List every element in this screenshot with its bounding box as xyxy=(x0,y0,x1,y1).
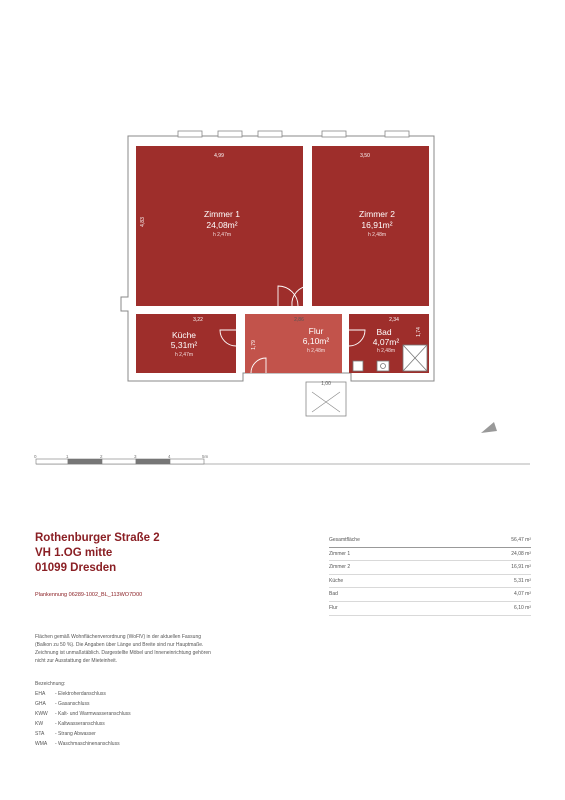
room-flur-height: h 2,48m xyxy=(307,348,325,354)
dim-bad-width: 2,34 xyxy=(389,317,399,323)
dim-flur-depth: 1,79 xyxy=(251,340,257,350)
area-row-label: Bad xyxy=(329,591,338,598)
legend-item: KW - Kaltwasseranschluss xyxy=(35,719,131,729)
room-zimmer-2 xyxy=(312,146,429,306)
dim-zimmer-1-width: 4,99 xyxy=(214,153,224,159)
legend-abbr: WMA xyxy=(35,741,48,747)
legend-text: - Kalt- und Warmwasseranschluss xyxy=(55,711,131,717)
dim-bad-depth: 1,74 xyxy=(416,327,422,337)
room-kueche xyxy=(136,314,236,373)
scale-label-4: 4 xyxy=(168,454,171,459)
bathroom-fixtures xyxy=(352,344,428,372)
room-flur-area: 6,10m² xyxy=(303,336,330,346)
legend-title: Bezeichnung: xyxy=(35,681,66,687)
dim-entrance: 1,00 xyxy=(321,381,331,387)
room-zimmer-1 xyxy=(136,146,303,306)
area-row: Zimmer 2 16,91 m² xyxy=(329,561,531,575)
area-row-total: Gesamtfläche 56,47 m² xyxy=(329,534,531,548)
dim-zimmer-2-width: 3,50 xyxy=(360,153,370,159)
address-city: 01099 Dresden xyxy=(35,562,117,574)
area-row-label: Zimmer 1 xyxy=(329,550,351,557)
scale-label-5: 5m xyxy=(202,454,209,459)
room-zimmer-1-name: Zimmer 1 xyxy=(204,209,240,219)
area-row-value: 5,31 m² xyxy=(514,577,531,584)
legend-abbr: KW xyxy=(35,721,44,727)
legend-text: - Strang Abwasser xyxy=(55,731,96,737)
room-bad-name: Bad xyxy=(376,327,391,337)
windows xyxy=(177,130,410,138)
area-row-value: 4,07 m² xyxy=(514,591,531,598)
room-kueche-height: h 2,47m xyxy=(175,352,193,358)
legal-notice: Flächen gemäß Wohnflächenverordnung (WoF… xyxy=(35,634,211,664)
scale-label-0: 0 xyxy=(34,454,37,459)
scale-label-3: 3 xyxy=(134,454,137,459)
address-street: Rothenburger Straße 2 xyxy=(35,532,160,544)
room-bad-area: 4,07m² xyxy=(373,337,400,347)
legend-text: - Gasanschluss xyxy=(55,701,90,707)
area-row-label: Zimmer 2 xyxy=(329,564,351,571)
area-row: Zimmer 1 24,08 m² xyxy=(329,548,531,562)
room-zimmer-2-name: Zimmer 2 xyxy=(359,209,395,219)
room-flur xyxy=(245,314,342,373)
area-row-value: 16,91 m² xyxy=(511,564,531,571)
legend-item: WMA - Waschmaschinenanschluss xyxy=(35,739,131,749)
room-zimmer-2-height: h 2,48m xyxy=(368,232,386,238)
plan-id: Plankennung 06289-1002_BL_113WO7D00 xyxy=(35,592,143,598)
area-row: Flur 6,10 m² xyxy=(329,602,531,616)
legend-abbr: KWW xyxy=(35,711,48,717)
legend-text: - Elektroherdanschluss xyxy=(55,691,106,697)
scale-bar: 0 1 2 3 4 5m xyxy=(34,454,530,465)
legend-item: KWW - Kalt- und Warmwasseranschluss xyxy=(35,709,131,719)
room-zimmer-1-height: h 2,47m xyxy=(213,232,231,238)
legend-abbr: EHA xyxy=(35,691,46,697)
legend-item: EHA - Elektroherdanschluss xyxy=(35,689,131,699)
area-row-label: Küche xyxy=(329,577,344,584)
area-row-value: 6,10 m² xyxy=(514,604,531,611)
room-kueche-area: 5,31m² xyxy=(171,340,198,350)
area-table: Gesamtfläche 56,47 m² Zimmer 1 24,08 m² … xyxy=(329,534,531,616)
room-bad-height: h 2,48m xyxy=(377,348,395,354)
scale-label-1: 1 xyxy=(66,454,69,459)
north-arrow-icon xyxy=(481,422,497,433)
area-row: Bad 4,07 m² xyxy=(329,588,531,602)
area-row: Küche 5,31 m² xyxy=(329,575,531,589)
dim-zimmer-1-depth: 4,83 xyxy=(140,217,146,227)
room-zimmer-1-area: 24,08m² xyxy=(206,220,237,230)
area-row-label: Gesamtfläche xyxy=(329,537,360,543)
doors xyxy=(219,285,366,374)
area-row-value: 56,47 m² xyxy=(511,537,531,543)
legend-text: - Waschmaschinenanschluss xyxy=(55,741,120,747)
legend-abbr: STA xyxy=(35,731,45,737)
scale-label-2: 2 xyxy=(100,454,103,459)
legend-text: - Kaltwasseranschluss xyxy=(55,721,105,727)
room-flur-name: Flur xyxy=(309,326,324,336)
area-row-value: 24,08 m² xyxy=(511,550,531,557)
room-kueche-name: Küche xyxy=(172,330,196,340)
address-unit: VH 1.OG mitte xyxy=(35,547,113,559)
legend-item: GHA - Gasanschluss xyxy=(35,699,131,709)
legend-item: STA - Strang Abwasser xyxy=(35,729,131,739)
room-zimmer-2-area: 16,91m² xyxy=(361,220,392,230)
abbreviation-legend: Bezeichnung: EHA - Elektroherdanschluss … xyxy=(35,679,131,749)
dim-kueche-width: 3,22 xyxy=(193,317,203,323)
legend-abbr: GHA xyxy=(35,701,46,707)
entrance-landing xyxy=(305,381,347,417)
dim-flur-width: 2,86 xyxy=(294,317,304,323)
area-row-label: Flur xyxy=(329,604,338,611)
